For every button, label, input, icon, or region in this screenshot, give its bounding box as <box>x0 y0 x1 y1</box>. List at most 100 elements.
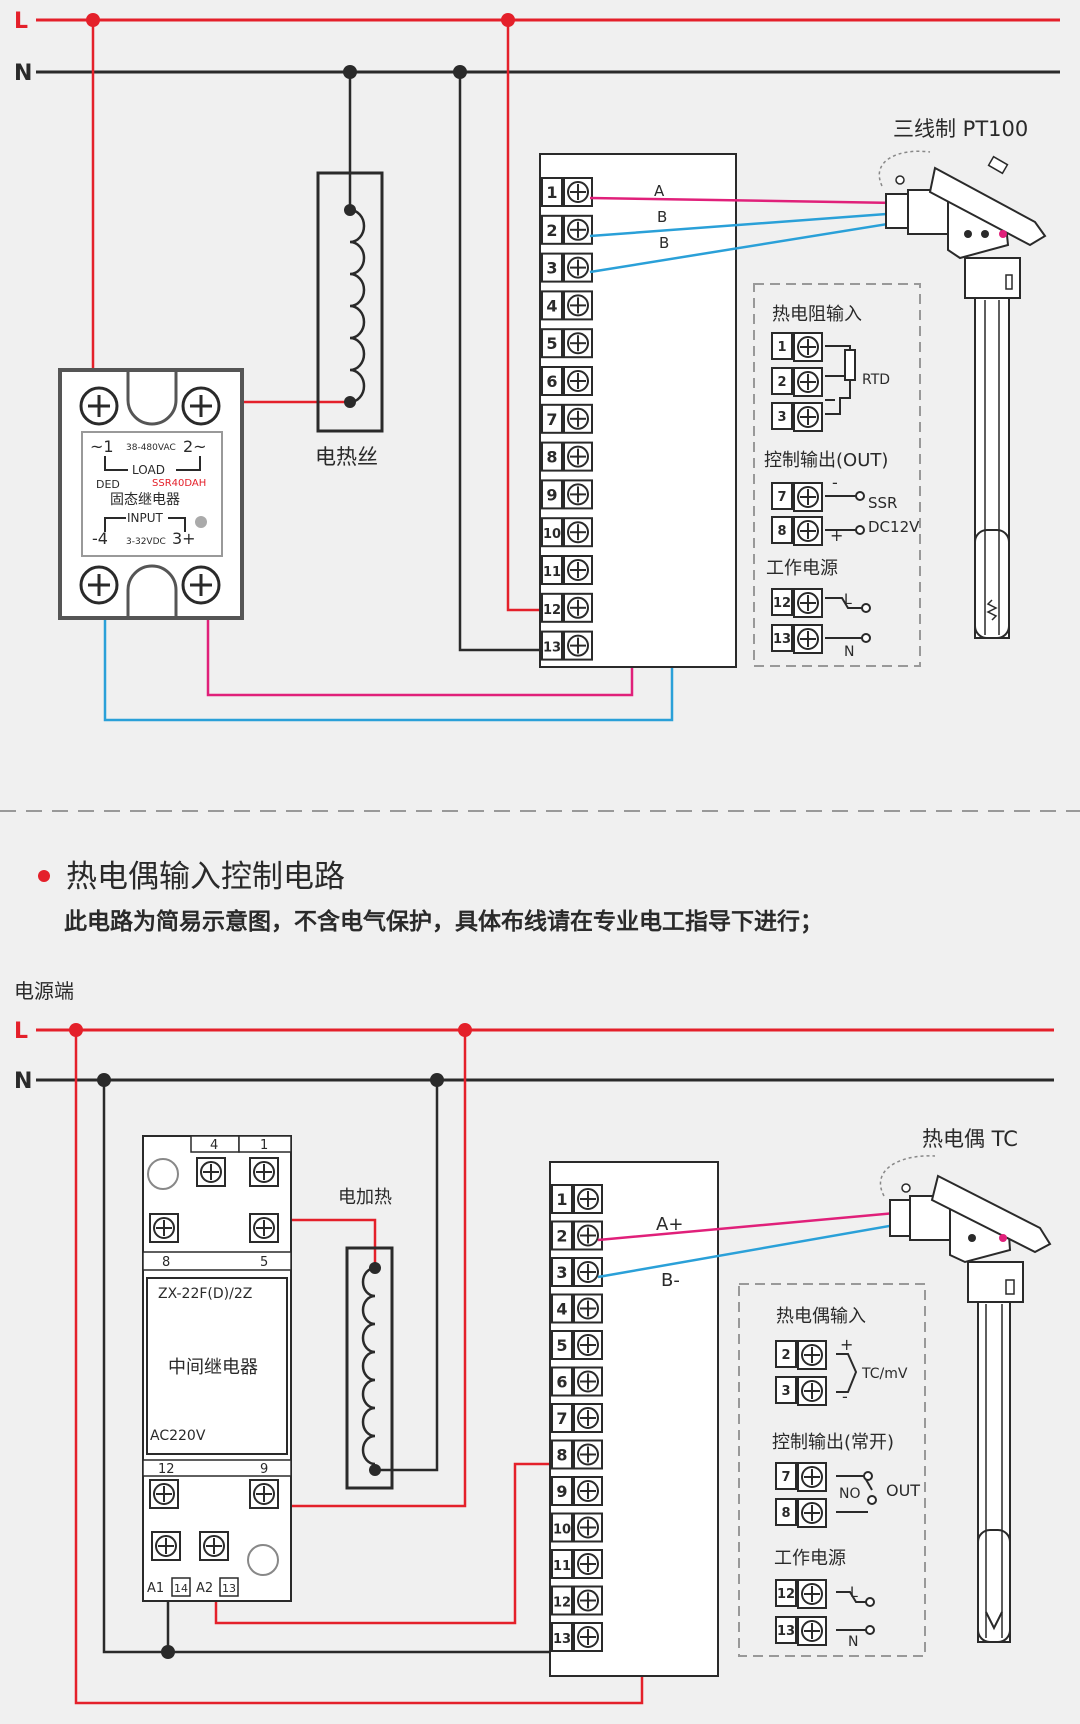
svg-text:SSR: SSR <box>868 494 897 512</box>
rtd-terminal-13: 13 <box>541 630 593 661</box>
phase-label: L <box>14 9 28 34</box>
svg-text:OUT: OUT <box>886 1481 920 1500</box>
neutral-label-2: N <box>14 1069 32 1094</box>
svg-text:7: 7 <box>781 1470 790 1485</box>
tc-terminal-label: 4 <box>556 1300 567 1319</box>
tc-terminal-8: 8 <box>551 1439 603 1470</box>
svg-text:3+: 3+ <box>172 529 196 548</box>
neutral-label: N <box>14 61 32 86</box>
tc-terminal-label: 12 <box>553 1596 571 1611</box>
svg-text:8: 8 <box>162 1255 170 1270</box>
svg-text:1: 1 <box>260 1138 268 1153</box>
svg-text:2~: 2~ <box>183 437 207 456</box>
legend-rtd-t7: 7 <box>771 482 823 512</box>
power-end-label: 电源端 <box>14 979 74 1003</box>
heater-element <box>316 171 384 433</box>
rtd-terminal-12: 12 <box>541 592 593 623</box>
tc-terminal-2: 2 <box>551 1220 603 1251</box>
svg-text:NO: NO <box>839 1486 861 1502</box>
svg-text:L: L <box>850 1585 858 1601</box>
tc-terminal-label: 7 <box>556 1409 567 1428</box>
tc-terminal-label: 1 <box>556 1190 567 1209</box>
tc-terminal-label: 9 <box>556 1482 567 1501</box>
svg-text:控制输出(OUT): 控制输出(OUT) <box>764 450 888 471</box>
tc-terminal-4: 4 <box>551 1293 603 1324</box>
svg-text:A1: A1 <box>147 1581 164 1596</box>
svg-text:2: 2 <box>777 375 786 390</box>
svg-text:12: 12 <box>158 1462 175 1477</box>
sensor-label: 三线制 PT100 <box>893 117 1028 141</box>
rtd-terminal-label: 13 <box>543 641 561 656</box>
tc-terminal-12: 12 <box>551 1585 603 1616</box>
thermocouple-sensor: 热电偶 TC <box>879 1127 1052 1643</box>
svg-text:8: 8 <box>781 1506 790 1521</box>
svg-text:热电偶输入: 热电偶输入 <box>776 1306 866 1327</box>
rtd-terminal-3: 3 <box>541 252 593 283</box>
pt100-sensor: 三线制 PT100 <box>878 117 1047 639</box>
tc-terminal-label: 10 <box>553 1523 571 1538</box>
svg-text:L: L <box>844 592 852 608</box>
legend-tc-t7: 7 <box>775 1462 827 1492</box>
tc-terminal-label: 6 <box>556 1373 567 1392</box>
legend-tc-t8: 8 <box>775 1498 827 1528</box>
svg-text:1: 1 <box>777 340 786 355</box>
svg-text:38-480VAC: 38-480VAC <box>126 443 176 453</box>
rtd-terminal-5: 5 <box>541 328 593 359</box>
svg-text:12: 12 <box>773 596 791 611</box>
rtd-section: L N 电热丝 ~1 38 <box>14 9 1060 722</box>
svg-text:SSR40DAH: SSR40DAH <box>152 478 206 489</box>
legend-tc-t2: 2 <box>775 1340 827 1370</box>
rtd-terminal-4: 4 <box>541 290 593 321</box>
rtd-terminal-11: 11 <box>541 555 593 585</box>
svg-text:N: N <box>844 644 854 660</box>
svg-text:13: 13 <box>773 632 791 647</box>
svg-text:热电阻输入: 热电阻输入 <box>772 304 862 325</box>
svg-text:DC12V: DC12V <box>868 518 920 536</box>
svg-text:工作电源: 工作电源 <box>766 558 838 579</box>
tc-terminal-5: 5 <box>551 1330 603 1360</box>
svg-text:14: 14 <box>174 1582 188 1595</box>
tc-terminal-3: 3 <box>551 1257 603 1287</box>
heater-label-2: 电加热 <box>338 1187 392 1208</box>
tc-terminal-7: 7 <box>551 1403 603 1433</box>
svg-text:工作电源: 工作电源 <box>774 1548 846 1569</box>
rtd-terminal-8: 8 <box>541 441 593 472</box>
legend-tc-t13: 13 <box>775 1616 827 1646</box>
svg-text:DED: DED <box>96 478 120 491</box>
svg-text:~1: ~1 <box>90 437 114 456</box>
svg-text:LOAD: LOAD <box>132 463 165 477</box>
svg-text:中间继电器: 中间继电器 <box>168 1357 258 1378</box>
sensor-label-2: 热电偶 TC <box>922 1127 1018 1151</box>
tc-terminal-label: 5 <box>556 1336 567 1355</box>
legend-rtd-t8: 8 <box>771 516 823 546</box>
rtd-terminal-6: 6 <box>541 366 593 396</box>
svg-text:7: 7 <box>777 490 786 505</box>
tc-terminal-10: 10 <box>551 1512 603 1543</box>
intermediate-relay: 4 1 8 5 ZX-22F(D)/2Z 中间继电器 AC220V 12 9 A… <box>142 1135 292 1602</box>
rtd-terminal-2: 2 <box>541 214 593 245</box>
svg-text:13: 13 <box>777 1624 795 1639</box>
wire-label-a: A <box>654 182 665 200</box>
tc-terminal-label: 11 <box>553 1559 571 1574</box>
svg-text:-: - <box>832 473 838 492</box>
safety-note: 此电路为简易示意图，不含电气保护，具体布线请在专业电工指导下进行； <box>64 908 823 935</box>
svg-text:9: 9 <box>260 1462 268 1477</box>
legend-rtd-t2: 2 <box>771 367 823 397</box>
rtd-terminal-9: 9 <box>541 479 593 510</box>
svg-text:8: 8 <box>777 524 786 539</box>
tc-terminal-1: 1 <box>551 1184 603 1214</box>
rtd-terminal-label: 3 <box>546 259 557 278</box>
rtd-terminal-label: 10 <box>543 527 561 542</box>
tc-terminal-label: 13 <box>553 1632 571 1647</box>
legend-tc-t3: 3 <box>775 1376 827 1406</box>
svg-text:RTD: RTD <box>862 372 890 388</box>
svg-text:5: 5 <box>260 1255 268 1270</box>
rtd-terminal-label: 8 <box>546 448 557 467</box>
rtd-terminal-label: 5 <box>546 334 557 353</box>
svg-text:13: 13 <box>222 1582 236 1595</box>
rtd-terminal-label: 7 <box>546 410 557 429</box>
tc-terminal-9: 9 <box>551 1476 603 1506</box>
svg-text:+: + <box>840 1335 853 1354</box>
